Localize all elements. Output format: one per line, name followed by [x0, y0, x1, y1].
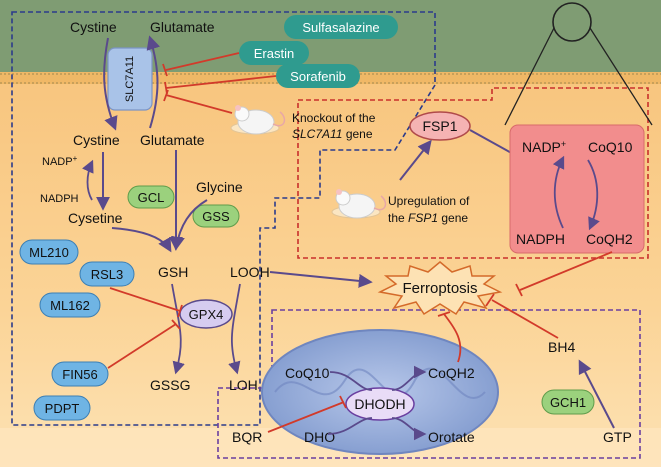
svg-text:GPX4: GPX4: [189, 307, 224, 322]
ml210-pill: ML210: [19, 239, 79, 265]
looh-to-ferroptosis-arrow: [269, 271, 373, 288]
nadph-to-nadp-arrow: [82, 159, 94, 201]
orotate-label: Orotate: [428, 429, 475, 445]
svg-text:PDPT: PDPT: [45, 401, 80, 416]
dhodh-to-coqh2-arrow: [391, 365, 427, 391]
pdpt-pill: PDPT: [33, 395, 91, 421]
fsp1-region: [297, 87, 649, 259]
coq10-to-dhodh-arrow: [329, 371, 373, 391]
knockout-text-line1: Knockout of the: [292, 111, 376, 125]
knockout-text-line2: SLC7A11 gene: [292, 127, 373, 141]
ml162-pill: ML162: [39, 292, 101, 318]
bh4-label: BH4: [548, 339, 575, 355]
dhodh-coq10-label: CoQ10: [285, 365, 330, 381]
coqh2-inhibition-line: [515, 251, 613, 297]
gss-pill: GSS: [192, 204, 240, 228]
bqr-label: BQR: [232, 429, 262, 445]
nadph-label-left: NADPH: [40, 193, 79, 205]
fsp1-coq10-box: NADP+ CoQ10 NADPH CoQH2: [509, 124, 645, 254]
erastin-pill: Erastin: [239, 41, 309, 65]
upregulation-to-fsp1-arrow: [399, 139, 432, 181]
mouse-icon-fsp1: [331, 189, 387, 219]
fsp1-nadp-label: NADP+: [522, 139, 566, 155]
fsp1-coq10-label: CoQ10: [588, 139, 633, 155]
svg-text:Erastin: Erastin: [254, 46, 294, 61]
mouse-icon: [230, 105, 286, 135]
sorafenib-pill: Sorafenib: [276, 64, 360, 88]
dhodh-bh4-region: [217, 309, 641, 459]
svg-text:GSS: GSS: [202, 209, 230, 224]
glycine-label: Glycine: [196, 179, 243, 195]
nadp-label-left: NADP+: [42, 154, 78, 169]
dho-to-dhodh-arrow: [327, 417, 373, 435]
svg-text:RSL3: RSL3: [91, 267, 124, 282]
rsl3-pill: RSL3: [79, 261, 135, 287]
fin56-pill: FIN56: [51, 361, 109, 387]
dho-label: DHO: [304, 429, 335, 445]
gsh-to-gssg-arrow: [171, 283, 185, 375]
glutamate-extracellular-label: Glutamate: [150, 19, 215, 35]
svg-text:FIN56: FIN56: [62, 367, 97, 382]
fsp1-coqh2-label: CoQH2: [586, 231, 633, 247]
cysteine-to-gsh-arrow: [111, 227, 172, 253]
glutamate-intracellular-label: Glutamate: [140, 132, 205, 148]
ferroptosis-burst: Ferroptosis: [377, 261, 503, 316]
svg-text:Sorafenib: Sorafenib: [290, 69, 346, 84]
gpx4-inhibition-lines: [107, 287, 183, 369]
gpx4-node: GPX4: [179, 299, 233, 329]
dhodh-node: DHODH: [345, 387, 415, 421]
dhodh-to-orotate-arrow: [391, 417, 427, 441]
upregulation-text-line1: Upregulation of: [388, 194, 470, 208]
loh-label: LOH: [229, 377, 258, 393]
cysteine-label: Cysetine: [68, 210, 123, 226]
fsp1-node: FSP1: [409, 111, 471, 141]
sulfasalazine-pill: Sulfasalazine: [284, 15, 398, 39]
gch1-pill: GCH1: [541, 389, 595, 415]
bqr-inhibition-line: [267, 395, 347, 433]
dhodh-coqh2-label: CoQH2: [428, 365, 475, 381]
looh-to-loh-arrow: [228, 283, 241, 375]
gtp-to-bh4-arrow: [578, 359, 615, 429]
svg-text:ML210: ML210: [29, 245, 69, 260]
cystine-import-arrow: [103, 37, 118, 131]
svg-text:GCL: GCL: [138, 190, 165, 205]
gsh-label: GSH: [158, 264, 188, 280]
svg-text:ML162: ML162: [50, 298, 90, 313]
magnifier-lens-icon: [504, 2, 653, 126]
svg-text:GCH1: GCH1: [550, 395, 586, 410]
slc7a11-inhibition-lines: [162, 52, 277, 114]
looh-label: LOOH: [230, 264, 270, 280]
gssg-label: GSSG: [150, 377, 190, 393]
cystine-intracellular-label: Cystine: [73, 132, 120, 148]
system-xc-gpx4-region: [11, 11, 436, 426]
svg-text:DHODH: DHODH: [354, 396, 405, 412]
upregulation-text-line2: the FSP1 gene: [388, 211, 468, 225]
bh4-inhibition-line: [485, 293, 559, 339]
svg-text:FSP1: FSP1: [422, 118, 457, 134]
ferroptosis-label: Ferroptosis: [402, 280, 477, 297]
cystine-extracellular-label: Cystine: [70, 19, 117, 35]
coqh2-to-ferroptosis-inhibition: [437, 311, 462, 363]
glutamate-export-arrow: [146, 35, 161, 129]
svg-text:Sulfasalazine: Sulfasalazine: [302, 20, 379, 35]
slc7a11-transporter: SLC7A11: [107, 47, 153, 111]
slc7a11-label: SLC7A11: [124, 56, 136, 102]
gtp-label: GTP: [603, 429, 632, 445]
gcl-pill: GCL: [127, 185, 175, 209]
fsp1-nadph-label: NADPH: [516, 231, 565, 247]
